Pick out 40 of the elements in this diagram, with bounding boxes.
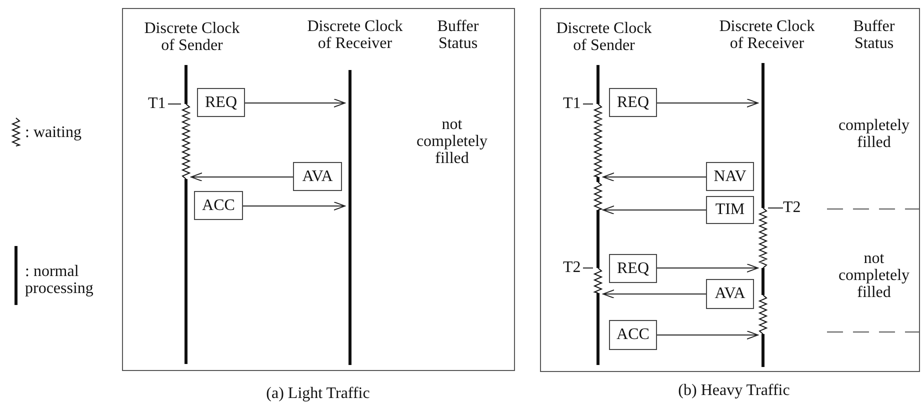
message-arrow [602,290,706,298]
timeline-bar [758,63,768,367]
message-arrow [656,98,758,108]
message-arrow [656,330,758,340]
time-label: T1 [148,95,168,113]
message-box: AVA [293,162,342,191]
column-label: not completely filled [837,250,911,301]
legend-text: : normal processing [25,263,94,297]
column-label: Discrete Clock of Sender [555,20,653,54]
message-box: ACC [609,320,657,350]
timeline-bar [181,65,191,364]
figure-caption: (b) Heavy Traffic [677,382,791,399]
timeline-bar [593,65,603,365]
time-label: T2 [563,259,583,277]
time-label: T2 [783,199,803,217]
message-arrow [244,98,346,108]
message-box: TIM [706,196,754,224]
column-label: Buffer Status [436,18,480,52]
message-arrow [656,264,758,272]
message-box: REQ [609,254,657,283]
column-label: completely filled [837,117,911,151]
message-arrow [242,202,346,210]
column-label: Discrete Clock of Receiver [306,18,404,52]
panel-frame [122,8,515,371]
panel-frame [540,8,920,372]
message-box: ACC [194,191,243,220]
message-box: NAV [706,162,754,191]
column-label: not completely filled [415,116,489,167]
column-label: Discrete Clock of Sender [143,20,241,54]
legend-text: : waiting [25,124,82,141]
column-label: Buffer Status [852,18,896,52]
message-arrow [190,172,294,182]
figure-caption: (a) Light Traffic [265,385,371,402]
message-arrow [602,206,706,214]
message-arrow [602,172,706,182]
message-box: REQ [609,88,657,117]
message-box: REQ [197,88,245,117]
message-box: AVA [706,279,754,309]
time-label: T1 [563,95,583,113]
column-label: Discrete Clock of Receiver [718,18,816,52]
